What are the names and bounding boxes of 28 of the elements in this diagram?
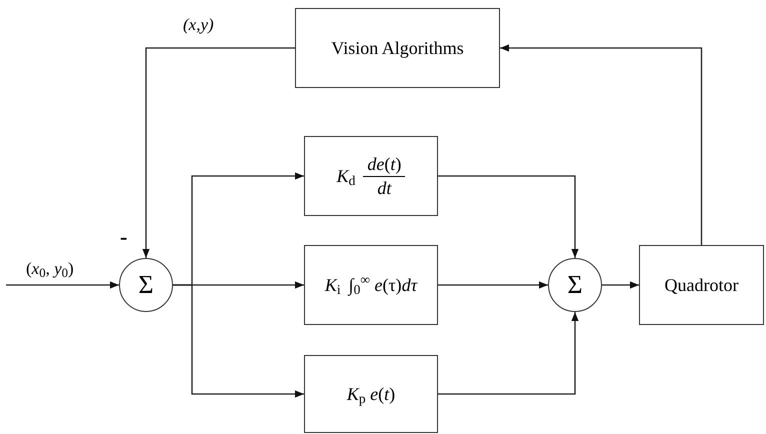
summing-junction	[119, 258, 173, 312]
arrow	[6, 281, 119, 289]
arrow	[438, 281, 548, 289]
block	[639, 245, 764, 325]
arrow	[438, 312, 579, 395]
signal-label: (x$_{0}$, y$_{0}$)	[26, 258, 74, 282]
gain-symbol: K$_{i}$	[324, 274, 341, 298]
block	[304, 355, 438, 433]
gain-symbol: K$_{d}$	[336, 164, 356, 190]
block-label: Vision Algorithms	[331, 36, 464, 60]
signal-label: (x,y)	[183, 14, 214, 36]
arrow	[438, 175, 579, 258]
block	[304, 136, 438, 216]
fraction-numerator: de(t)	[363, 153, 406, 176]
block	[295, 8, 500, 88]
arrow	[173, 284, 304, 398]
sum-symbol: Σ	[567, 272, 583, 298]
minus-sign: -	[120, 226, 128, 248]
arrow	[142, 47, 295, 258]
block-label: K$_{p}$ e(t)	[346, 382, 396, 408]
summing-junction	[548, 258, 602, 312]
block-label: Quadrotor	[664, 274, 738, 296]
arrow	[602, 281, 639, 289]
fraction-denominator: dt	[377, 176, 392, 199]
block	[304, 245, 438, 325]
integral-term: ∫$_{0}$$^{∞}$ e(τ)dτ	[348, 272, 418, 298]
arrow	[500, 44, 702, 245]
sum-symbol: Σ	[138, 272, 154, 298]
